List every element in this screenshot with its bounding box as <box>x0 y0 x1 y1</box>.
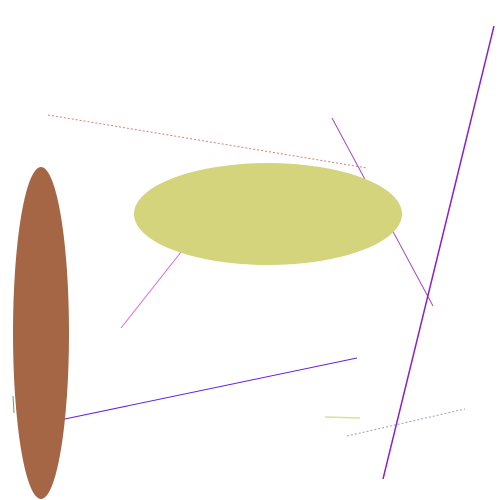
large-khaki-ellipse <box>134 163 402 265</box>
dotted-gray-line <box>346 408 466 437</box>
green-tick <box>12 395 15 414</box>
yellow-dash <box>324 416 361 419</box>
blue-line <box>59 357 358 421</box>
long-violet-diagonal-line <box>382 25 495 480</box>
pink-line <box>120 246 186 329</box>
tall-brown-ellipse <box>13 167 69 499</box>
dotted-red-line <box>47 114 368 169</box>
